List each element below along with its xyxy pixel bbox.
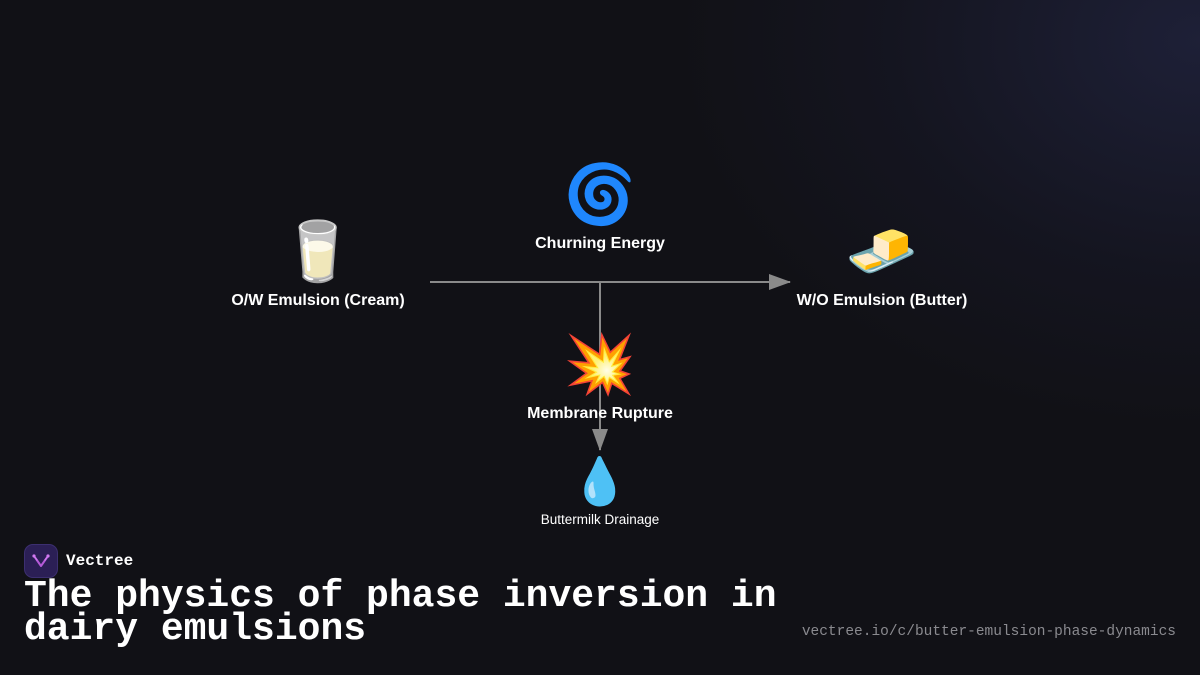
source-url: vectree.io/c/butter-emulsion-phase-dynam… xyxy=(801,624,1176,640)
brand-name: Vectree xyxy=(66,552,134,570)
node-butter-label: W/O Emulsion (Butter) xyxy=(796,292,968,309)
node-butter: 🧈 W/O Emulsion (Butter) xyxy=(797,222,968,310)
node-membrane-rupture-label: Membrane Rupture xyxy=(527,405,673,422)
milk-glass-icon: 🥛 xyxy=(281,217,355,285)
node-membrane-rupture: 💥 Membrane Rupture xyxy=(527,335,673,423)
collision-icon: 💥 xyxy=(563,330,637,398)
butter-icon: 🧈 xyxy=(845,217,919,285)
node-churning-energy: 🌀 Churning Energy xyxy=(535,165,665,253)
brand: Vectree xyxy=(24,544,133,578)
cyclone-icon: 🌀 xyxy=(563,160,637,228)
page-title: The physics of phase inversion in dairy … xyxy=(24,575,777,651)
vectree-logo-icon xyxy=(24,544,58,578)
node-buttermilk-drainage: 💧 Buttermilk Drainage xyxy=(541,458,660,527)
vectree-logo-glyph xyxy=(32,554,50,567)
node-churning-energy-label: Churning Energy xyxy=(535,235,665,252)
node-cream-label: O/W Emulsion (Cream) xyxy=(231,292,405,309)
droplet-icon: 💧 xyxy=(571,454,629,508)
node-cream: 🥛 O/W Emulsion (Cream) xyxy=(231,222,404,310)
node-buttermilk-drainage-label: Buttermilk Drainage xyxy=(540,512,660,527)
